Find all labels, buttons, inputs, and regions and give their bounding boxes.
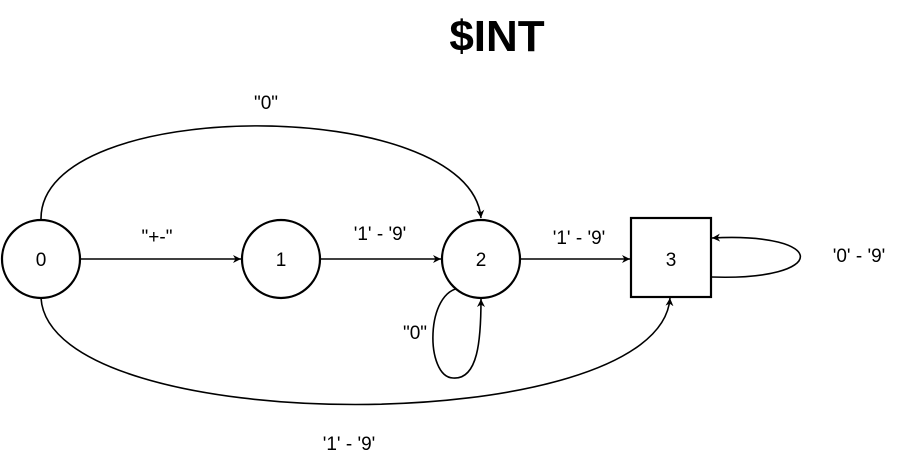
state-2-label: 2 — [476, 250, 487, 271]
edge-3-self-loop — [710, 233, 801, 278]
edge-2-self-loop — [432, 287, 485, 379]
state-1-label: 1 — [276, 250, 287, 271]
state-1: 1 — [240, 218, 322, 300]
state-3: 3 — [629, 216, 713, 299]
label-0-to-3: '1' - '9' — [323, 434, 376, 455]
state-0: 0 — [0, 218, 82, 300]
state-3-label: 3 — [666, 250, 677, 271]
label-2-to-3: '1' - '9' — [553, 228, 606, 249]
state-2: 2 — [440, 218, 522, 300]
edge-0-to-3 — [40, 297, 674, 406]
label-0-to-2: "0" — [254, 93, 278, 114]
edge-0-to-2 — [40, 125, 485, 220]
label-1-to-2: '1' - '9' — [354, 224, 407, 245]
state-0-label: 0 — [36, 250, 47, 271]
label-3-self-loop: '0' - '9' — [833, 246, 886, 267]
diagram-title: $INT — [449, 12, 544, 61]
label-0-to-1: "+-" — [142, 227, 173, 248]
label-2-self-loop: "0" — [403, 323, 427, 344]
